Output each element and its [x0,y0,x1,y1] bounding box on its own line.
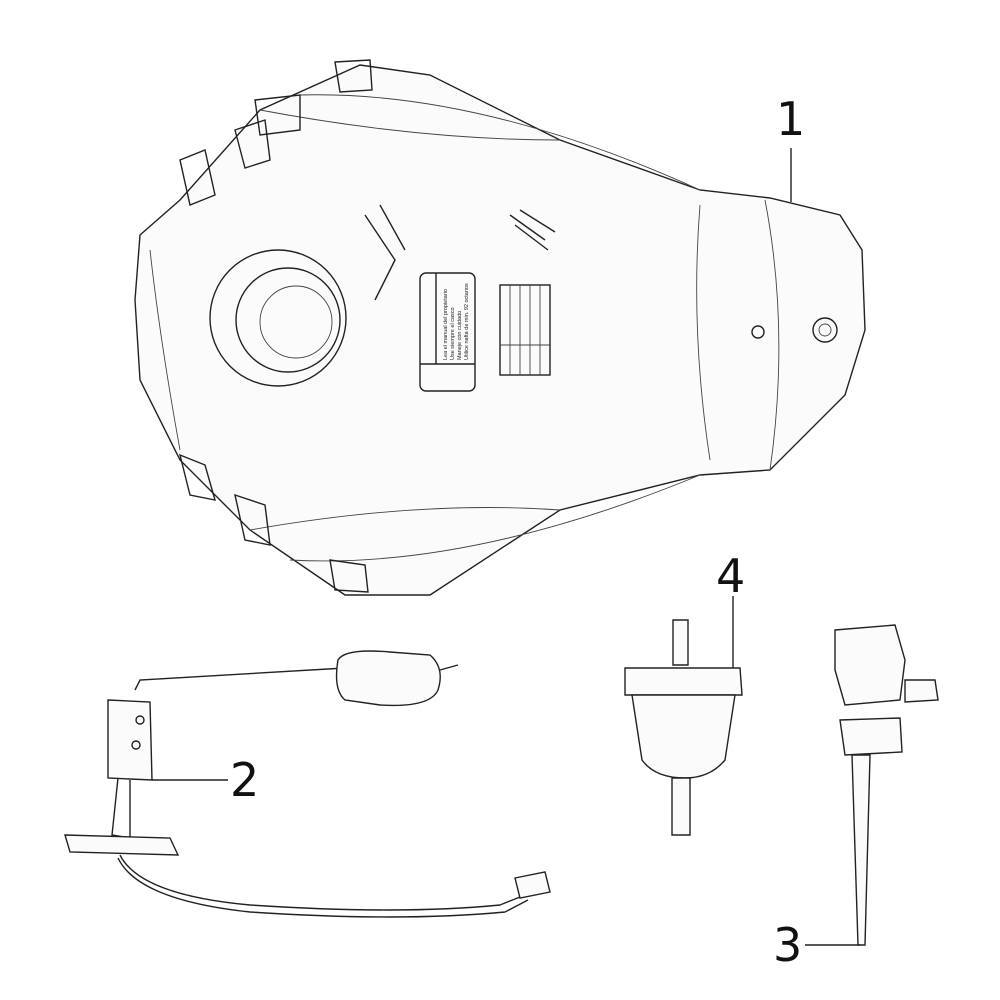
callout-2: 2 [230,753,260,807]
warning-line-4: Utilice nafta de min. 92 octanos [464,283,470,360]
warning-line-3: Maneje con cuidado [457,311,463,360]
fuel-filter [624,619,743,836]
fuel-valve [834,624,939,946]
callout-4: 4 [716,549,746,603]
callout-3: 3 [773,918,803,972]
spec-label [499,284,551,376]
fuel-level-sender [64,650,551,918]
warning-label: Lea el manual del propietario Use siempr… [419,272,476,392]
fuel-tank: Lea el manual del propietario Use siempr… [134,59,866,596]
warning-line-1: Lea el manual del propietario [443,289,449,360]
callout-1: 1 [776,92,806,146]
warning-line-2: Use siempre el casco [450,307,456,360]
